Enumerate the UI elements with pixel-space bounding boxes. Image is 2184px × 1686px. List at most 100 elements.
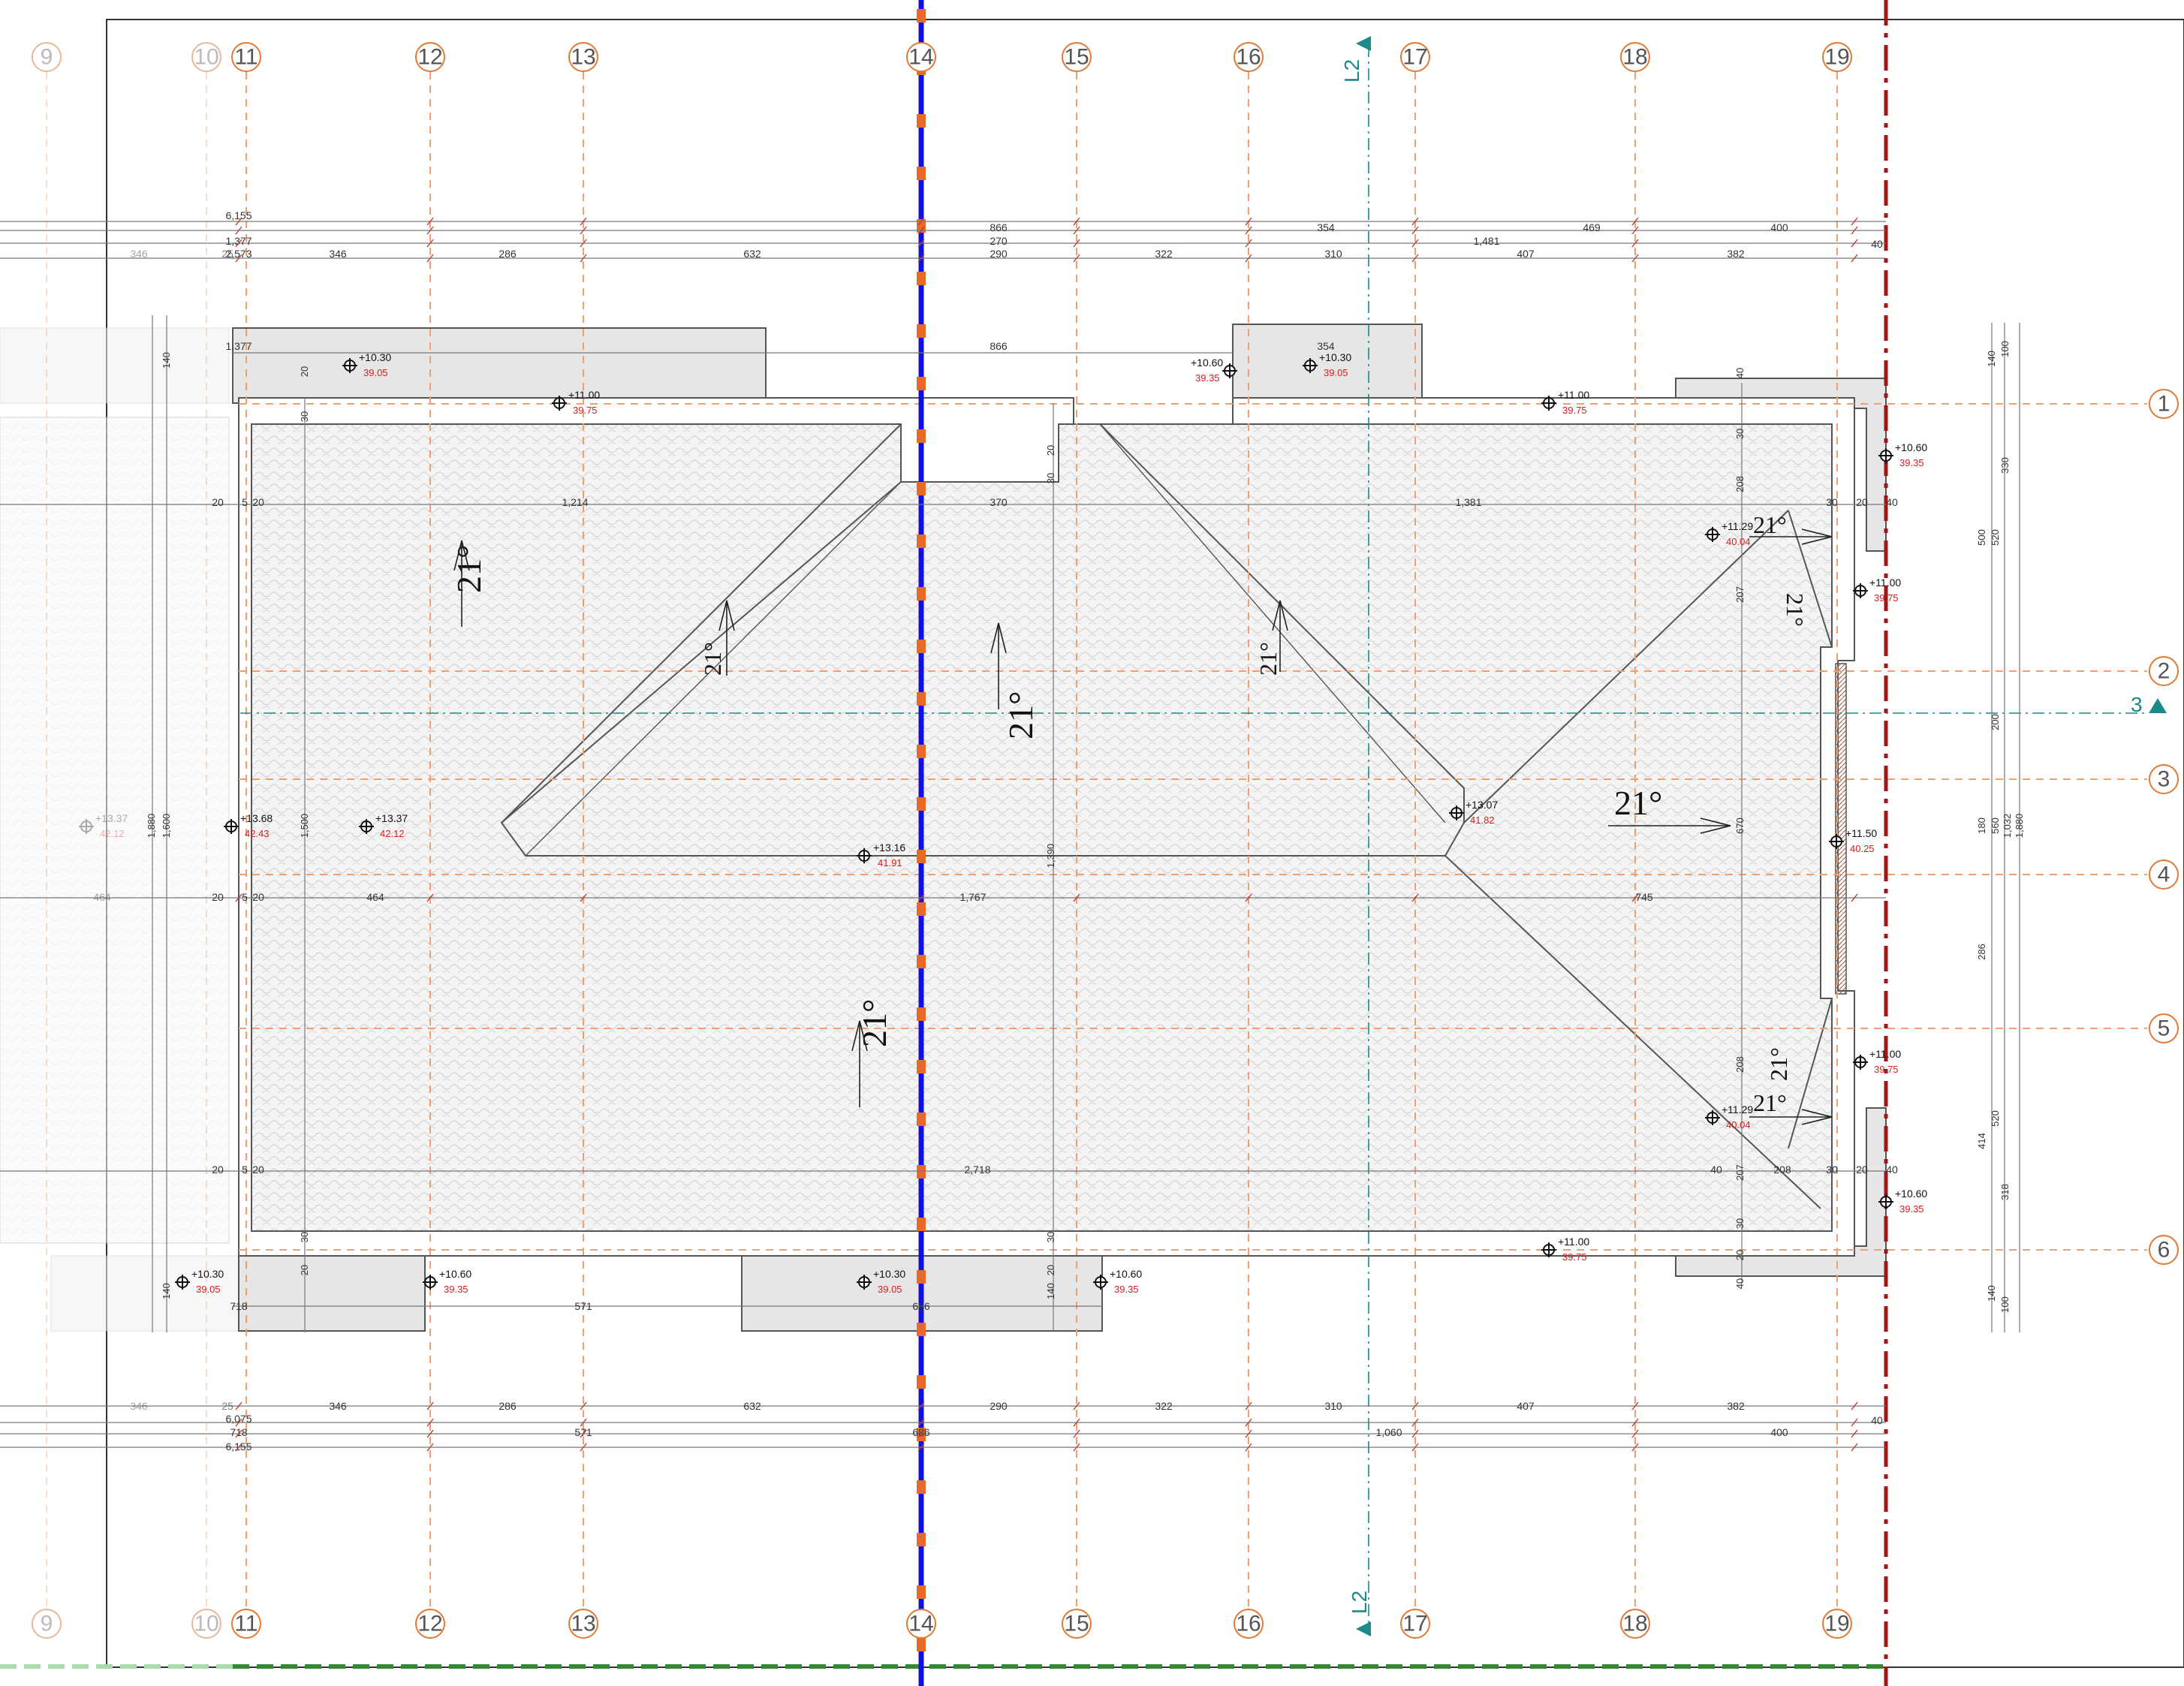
dimension-lines [0,221,2020,1448]
level-elevation: +13.68 [240,812,273,824]
grid-bubble-16 [1234,42,1264,72]
arrow-head-icon [851,1020,868,1052]
dimension-tick [1851,1418,1858,1427]
dimension-tick [1631,217,1639,226]
section-marker-l2-top: L2 [1340,36,1371,83]
grid-bubble-9 [32,1609,62,1639]
dimension-label: 718 [230,1426,248,1438]
dimension-label: 322 [1155,1400,1173,1412]
grid-row-bubble-4 [2149,860,2179,890]
level-elevation: +10.30 [1319,351,1351,363]
dimension-tick [1411,1418,1419,1427]
level-absolute: 39.75 [1562,1251,1587,1263]
parapet-bottom-left [238,1255,426,1332]
crosshair-icon [1853,1055,1868,1070]
axis-mark [917,1638,926,1651]
dimension-label: 520 [1990,1110,2001,1127]
dimension-label: 2,573 [225,248,252,260]
grid-bubble-label: 13 [571,45,595,70]
axis-mark [917,1533,926,1546]
dimension-label: 500 [1976,529,1987,546]
dimension-tick [1073,1401,1080,1411]
level-markers: +10.3039.05+11.0039.75+10.6039.35+10.303… [79,351,1927,1295]
axis-mark [917,1165,926,1179]
dimension-tick [426,226,434,235]
axis-mark [917,377,926,390]
level-absolute: 39.75 [1562,405,1587,416]
crosshair-icon [1303,358,1318,373]
grid-bubble-18 [1620,1609,1650,1639]
dimension-label: 140 [1986,1285,1997,1302]
dimension-tick [426,239,434,248]
grid-bubble-label: 17 [1402,1612,1427,1636]
dimension-label: 140 [1986,351,1997,367]
crosshair-icon [857,848,872,863]
dimension-label: 1,481 [1473,235,1499,247]
dimension-label: 40 [1871,1414,1883,1426]
level-elevation: +10.60 [1110,1268,1142,1280]
slope-label: 21° [855,999,893,1047]
grid-bubble-12 [415,1609,445,1639]
grid-bubble-label: 19 [1824,1612,1849,1636]
dimension-label: 140 [161,1283,172,1299]
dimension-tick [1411,1429,1419,1438]
grid-bubble-14 [906,42,936,72]
axis-mark [917,902,926,916]
grid-bubble-9 [32,42,62,72]
dimension-label: 407 [1517,248,1535,260]
grid-bubble-label: 15 [1064,1612,1089,1636]
dimension-tick [1245,1401,1252,1411]
crosshair-icon [857,1275,872,1290]
dimension-tick [1411,893,1419,902]
level-absolute: 39.35 [444,1284,468,1295]
level-absolute: 39.05 [1324,367,1348,378]
level-elevation: +11.29 [1722,1103,1753,1115]
grid-bubble-10 [191,42,221,72]
section-marker-l2-bottom: L2 [1348,1591,1371,1636]
dimension-label: 290 [990,248,1008,260]
dimension-tick [917,254,925,263]
dimension-tick [1411,226,1419,235]
dimension-label: 20 [1045,1265,1056,1275]
dimension-tick [1073,254,1080,263]
level-marker: +10.60 39.35 [423,1268,471,1295]
dimension-tick [1851,239,1858,248]
grid-bubble-11 [231,42,261,72]
axis-mark [917,114,926,128]
dimension-tick [917,217,925,226]
dimension-tick [580,239,587,248]
section-marker-3: 3 [2131,693,2167,716]
dimension-label: 866 [990,340,1008,352]
level-elevation: +10.60 [439,1268,471,1280]
dimension-label: 2,718 [964,1164,990,1176]
crosshair-icon [342,358,357,373]
dimension-tick [1073,226,1080,235]
dimension-label: 407 [1517,1400,1535,1412]
grid-bubble-label: 9 [41,1612,53,1636]
grid-bubble-13 [568,1609,598,1639]
axis-mark [917,1585,926,1599]
dimension-tick [1073,217,1080,226]
axis-mark [917,955,926,968]
grid-bubble-label: 13 [571,1612,595,1636]
level-absolute: 41.82 [1470,814,1495,826]
dimension-label: 632 [743,1400,761,1412]
grid-bubble-label: 17 [1402,45,1427,70]
parapet-top-left [232,327,767,404]
dimension-tick [917,226,925,235]
crosshair-icon [1829,834,1844,849]
level-elevation: +13.37 [375,812,408,824]
dimension-label: 330 [1999,457,2011,474]
dimension-label: 30 [1826,496,1838,508]
axis-mark [917,692,926,706]
